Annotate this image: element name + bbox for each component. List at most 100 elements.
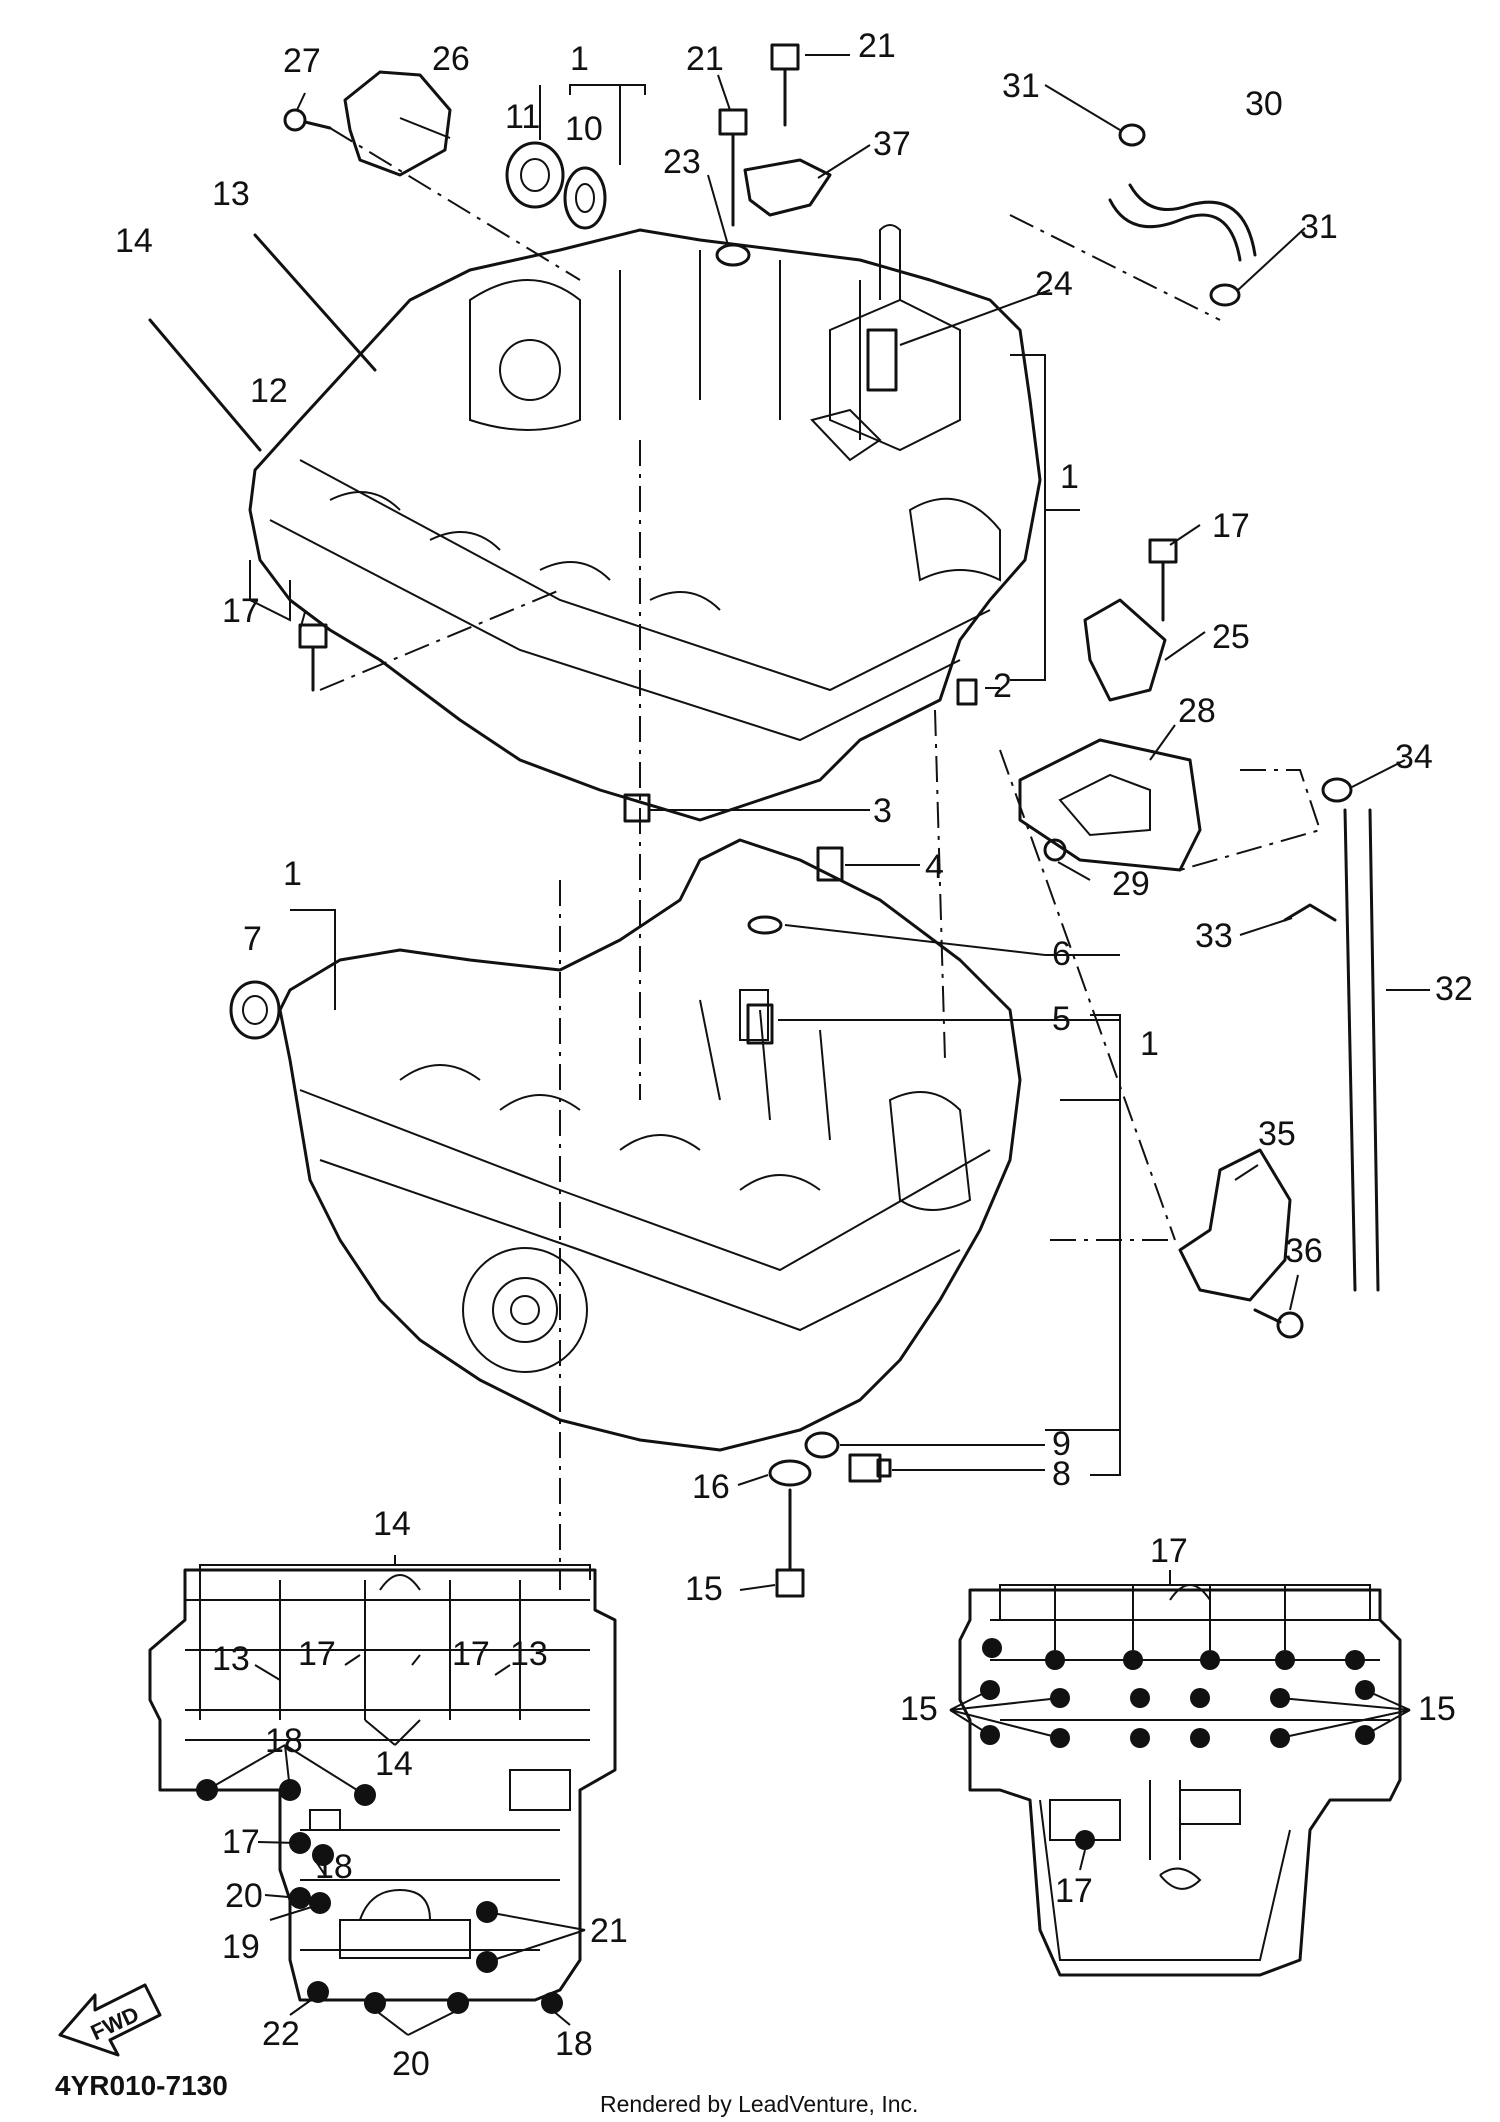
detail-left-14-mid: 14	[375, 1745, 413, 1783]
callout-labels: 27 26 1 11 10 21 21 23 37 31 30 31 24 13…	[115, 27, 1473, 1608]
dowel-4	[816, 846, 844, 882]
detail-left-leaders	[199, 1555, 591, 2036]
clamp-34	[1321, 777, 1353, 803]
callout-10: 10	[565, 110, 603, 148]
plate-37	[743, 158, 832, 217]
detail-right-callouts: 17 15 15 17	[900, 1532, 1456, 1910]
callout-16: 16	[692, 1468, 730, 1506]
callout-17-b: 17	[222, 592, 260, 630]
bearing-10-11	[505, 141, 607, 230]
clips-31	[1118, 123, 1241, 307]
callout-29: 29	[1112, 865, 1150, 903]
bolt-21-a	[770, 43, 800, 127]
callout-17-a: 17	[1212, 507, 1250, 545]
detail-left-13-left: 13	[212, 1640, 250, 1678]
callout-15: 15	[685, 1570, 723, 1608]
detail-left-18-side: 18	[315, 1848, 353, 1886]
detail-right-15-left: 15	[900, 1690, 938, 1728]
fwd-arrow: FWD	[58, 1983, 162, 2057]
callout-23: 23	[663, 143, 701, 181]
cover-28	[1018, 738, 1202, 872]
callout-37: 37	[873, 125, 911, 163]
hose-32	[1343, 808, 1380, 1292]
callout-9: 9	[1052, 1425, 1071, 1463]
detail-left-18-top: 18	[265, 1722, 303, 1760]
callout-5: 5	[1052, 1000, 1071, 1038]
breather-24	[810, 328, 898, 462]
callout-1-lower: 1	[283, 855, 302, 893]
detail-left-20-b: 20	[392, 2045, 430, 2083]
callout-2: 2	[993, 667, 1012, 705]
callout-25: 25	[1212, 618, 1250, 656]
callout-26: 26	[432, 40, 470, 78]
detail-left-17-side: 17	[222, 1823, 260, 1861]
diagram-code: 4YR010-7130	[55, 2070, 228, 2101]
bracket-25	[1083, 598, 1167, 702]
dowel-5	[746, 1003, 774, 1045]
cover-26	[343, 70, 452, 177]
detail-left-17-right: 17	[452, 1635, 490, 1673]
callout-36: 36	[1285, 1232, 1323, 1270]
callout-8: 8	[1052, 1455, 1071, 1493]
callout-14: 14	[115, 222, 153, 260]
upper-crankcase	[248, 224, 1042, 822]
leader-lines	[290, 54, 1430, 1591]
callout-11: 11	[505, 98, 540, 136]
callout-35: 35	[1258, 1115, 1296, 1153]
o-ring-9	[804, 1431, 840, 1459]
detail-left-17-left: 17	[298, 1635, 336, 1673]
bolt-27	[283, 108, 332, 132]
stud-bolts-13-14	[148, 233, 377, 452]
detail-right-17-top: 17	[1150, 1532, 1188, 1570]
callout-21-a: 21	[858, 27, 896, 65]
assembly-lines	[319, 127, 1322, 1590]
bolt-29	[1043, 838, 1067, 862]
detail-left-21: 21	[590, 1912, 628, 1950]
callout-24: 24	[1035, 265, 1073, 303]
callout-6: 6	[1052, 935, 1071, 973]
detail-left-19: 19	[222, 1928, 260, 1966]
detail-right-bolt-dots	[980, 1638, 1375, 1850]
hose-30	[1108, 183, 1257, 262]
callout-1-right: 1	[1060, 458, 1079, 496]
detail-right-15-right: 15	[1418, 1690, 1456, 1728]
bolt-21-b	[718, 108, 748, 227]
callout-1-top: 1	[570, 40, 589, 78]
detail-left-callouts: 14 13 17 17 13 18 14 17 18 20 19 21 22 2…	[212, 1505, 628, 2083]
callout-4: 4	[925, 848, 944, 886]
callout-34: 34	[1395, 738, 1433, 776]
callout-33: 33	[1195, 917, 1233, 955]
callout-27: 27	[283, 42, 321, 80]
callout-31-a: 31	[1002, 67, 1040, 105]
clip-33	[1283, 903, 1337, 922]
callout-31-b: 31	[1300, 208, 1338, 246]
callout-28: 28	[1178, 692, 1216, 730]
detail-left-18-bot: 18	[555, 2025, 593, 2063]
detail-left-20-a: 20	[225, 1877, 263, 1915]
detail-left-22: 22	[262, 2015, 300, 2053]
callout-1-mid: 1	[1140, 1025, 1159, 1063]
callout-32: 32	[1435, 970, 1473, 1008]
detail-right-17-bot: 17	[1055, 1872, 1093, 1910]
washer-23	[715, 243, 751, 267]
bolt-17-left	[298, 623, 328, 692]
callout-30: 30	[1245, 85, 1283, 123]
washer-16	[768, 1459, 812, 1487]
bearing-7	[229, 980, 281, 1040]
bolt-17-upper	[1148, 538, 1178, 622]
detail-right-leaders	[949, 1570, 1411, 1871]
detail-view-upper-case-bolts	[148, 1568, 617, 2002]
detail-view-lower-case-bolts	[958, 1584, 1402, 1977]
callout-12: 12	[250, 372, 288, 410]
plug-3	[623, 793, 651, 823]
o-ring-6	[747, 915, 783, 935]
callout-21-b: 21	[686, 40, 724, 78]
callout-13: 13	[212, 175, 250, 213]
detail-left-14-top: 14	[373, 1505, 411, 1543]
holder-35	[1178, 1148, 1292, 1302]
callout-7: 7	[243, 920, 262, 958]
bolt-15	[775, 1488, 805, 1598]
render-credit: Rendered by LeadVenture, Inc.	[600, 2091, 918, 2117]
detail-left-13-right: 13	[510, 1635, 548, 1673]
